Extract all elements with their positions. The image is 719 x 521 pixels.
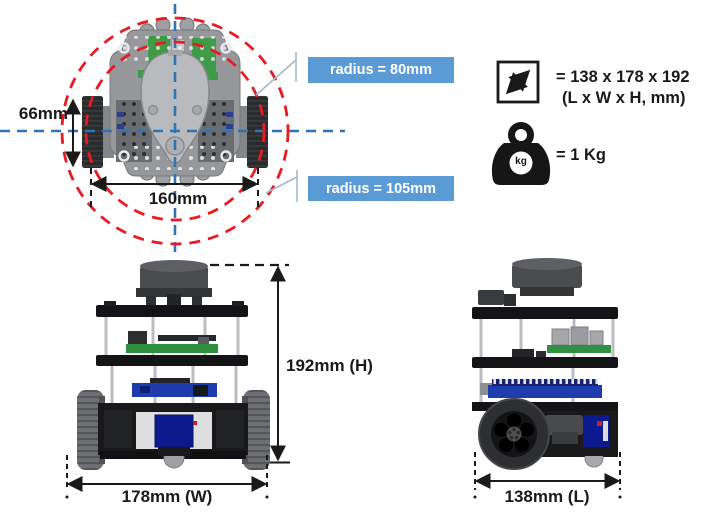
- weight-spec-value: = 1 Kg: [556, 146, 606, 164]
- wheel-track-dimension: [90, 168, 259, 212]
- callout-line-outer-radius: [265, 170, 298, 202]
- outer-radius-callout: radius = 105mm: [308, 176, 454, 201]
- length-dimension: [473, 452, 622, 499]
- callout-line-inner-radius: [255, 52, 297, 96]
- crosshair-lines: [0, 4, 345, 252]
- width-label: 178mm (W): [121, 487, 213, 506]
- weight-icon: [491, 122, 551, 185]
- turning-radius-circles: [60, 16, 290, 246]
- height-label: 192mm (H): [286, 356, 373, 375]
- size-spec-value: = 138 x 178 x 192: [556, 68, 690, 86]
- wheel-width-label: 66mm: [18, 104, 68, 123]
- size-spec-unit: (L x W x H, mm): [562, 89, 686, 107]
- inner-radius-callout: radius = 80mm: [308, 57, 454, 83]
- side-view-robot-illustration: [472, 258, 618, 470]
- size-icon: [496, 60, 540, 104]
- front-view-robot-illustration: [77, 260, 270, 470]
- length-label: 138mm (L): [504, 487, 590, 506]
- wheel-track-label: 160mm: [148, 189, 208, 208]
- weight-icon-kg-text: kg: [515, 156, 527, 167]
- height-dimension: [210, 263, 290, 464]
- width-dimension: [65, 455, 269, 499]
